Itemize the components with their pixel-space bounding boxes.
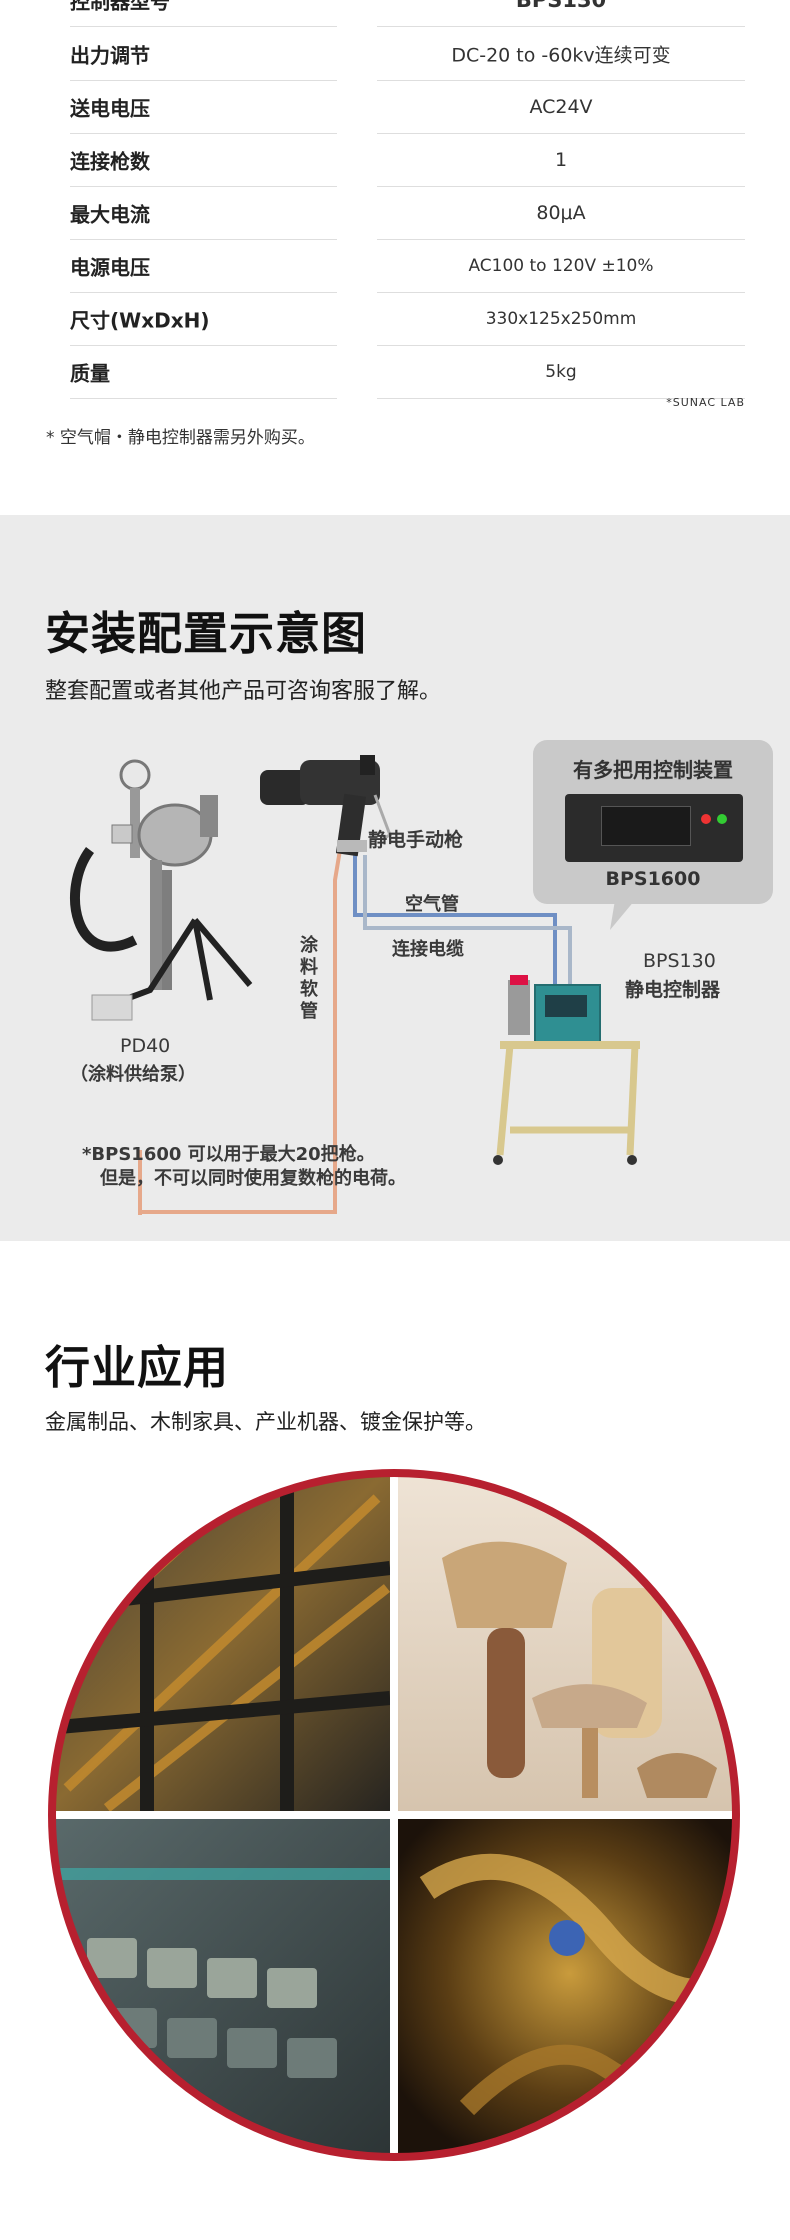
indicator-lamp-icon [701, 814, 711, 824]
spec-value: AC100 to 120V ±10% [377, 239, 745, 293]
pump-sublabel: （涂料供给泵） [70, 1064, 196, 1085]
pump-label: PD40 [120, 1035, 171, 1057]
device-screen [601, 806, 691, 846]
spec-row: 连接枪数 1 [0, 133, 790, 187]
air-hose-line [353, 855, 557, 1000]
cable-label: 连接电缆 [392, 939, 464, 960]
spec-row: 控制器型号 BPS130 [0, 0, 790, 27]
spec-label: 尺寸(WxDxH) [70, 292, 337, 346]
spec-label: 控制器型号 [70, 0, 337, 27]
spec-value: 80μA [377, 186, 745, 240]
spec-label: 最大电流 [70, 186, 337, 240]
diagram-art [70, 755, 640, 1215]
callout-pointer [610, 900, 635, 930]
industry-title: 行业应用 [45, 1341, 230, 1394]
spec-row: 出力调节 DC-20 to -60kv连续可变 [0, 27, 790, 81]
spec-row: 最大电流 80μA [0, 186, 790, 240]
spec-label: 出力调节 [70, 27, 337, 81]
install-section: 安装配置示意图 整套配置或者其他产品可咨询客服了解。 [0, 515, 790, 1241]
paint-hose-label: 涂料软管 [300, 935, 318, 1022]
paint-hose-line [138, 849, 342, 1215]
install-diagram: 有多把用控制装置 BPS1600 静电手动枪 空气管 连接电缆 涂料软管 PD4… [40, 740, 773, 1215]
install-subtitle: 整套配置或者其他产品可咨询客服了解。 [45, 679, 442, 704]
collage-ring [48, 1469, 740, 2161]
bps1600-device [565, 794, 743, 862]
air-hose-label: 空气管 [405, 894, 459, 915]
spec-label: 电源电压 [70, 239, 337, 293]
spec-row: 质量 5kg [0, 345, 790, 399]
callout-model: BPS1600 [605, 868, 701, 890]
spec-value: 1 [377, 133, 745, 187]
spec-row: 电源电压 AC100 to 120V ±10% [0, 239, 790, 293]
spec-label: 送电电压 [70, 80, 337, 134]
gun-label: 静电手动枪 [368, 829, 464, 851]
spec-value: AC24V [377, 80, 745, 134]
spec-label: 质量 [70, 345, 337, 399]
indicator-lamp-icon [717, 814, 727, 824]
spec-value: BPS130 [377, 0, 745, 27]
industry-subtitle: 金属制品、木制家具、产业机器、镀金保护等。 [45, 1410, 486, 1434]
industry-section: 行业应用 金属制品、木制家具、产业机器、镀金保护等。 [0, 1241, 790, 2240]
industry-image-collage [47, 1468, 741, 2162]
pump-illustration [70, 759, 253, 1021]
spec-value: 330x125x250mm [377, 292, 745, 346]
spec-value: DC-20 to -60kv连续可变 [377, 27, 745, 81]
controller-sublabel: 静电控制器 [625, 979, 721, 1001]
lab-credit: *SUNAC LAB [666, 396, 745, 409]
diagram-note-1: *BPS1600 可以用于最大20把枪。 [82, 1144, 375, 1165]
multi-gun-controller-callout: 有多把用控制装置 BPS1600 [533, 740, 773, 904]
spec-row: 送电电压 AC24V [0, 80, 790, 134]
spec-section: 控制器型号 BPS130 出力调节 DC-20 to -60kv连续可变 送电电… [0, 0, 790, 515]
install-title: 安装配置示意图 [45, 607, 368, 660]
cable-line [363, 855, 572, 1000]
spec-value: 5kg [377, 345, 745, 399]
callout-title: 有多把用控制装置 [573, 758, 733, 782]
collage-svg [48, 1469, 740, 2161]
spec-label: 连接枪数 [70, 133, 337, 187]
controller-label: BPS130 [643, 950, 716, 972]
diagram-note-2: 但是，不可以同时使用复数枪的电荷。 [100, 1168, 406, 1189]
controller-cart-illustration [493, 975, 640, 1165]
spec-footnote: * 空气帽・静电控制器需另外购买。 [46, 428, 315, 448]
spec-row: 尺寸(WxDxH) 330x125x250mm [0, 292, 790, 346]
spray-gun-illustration [260, 755, 392, 857]
